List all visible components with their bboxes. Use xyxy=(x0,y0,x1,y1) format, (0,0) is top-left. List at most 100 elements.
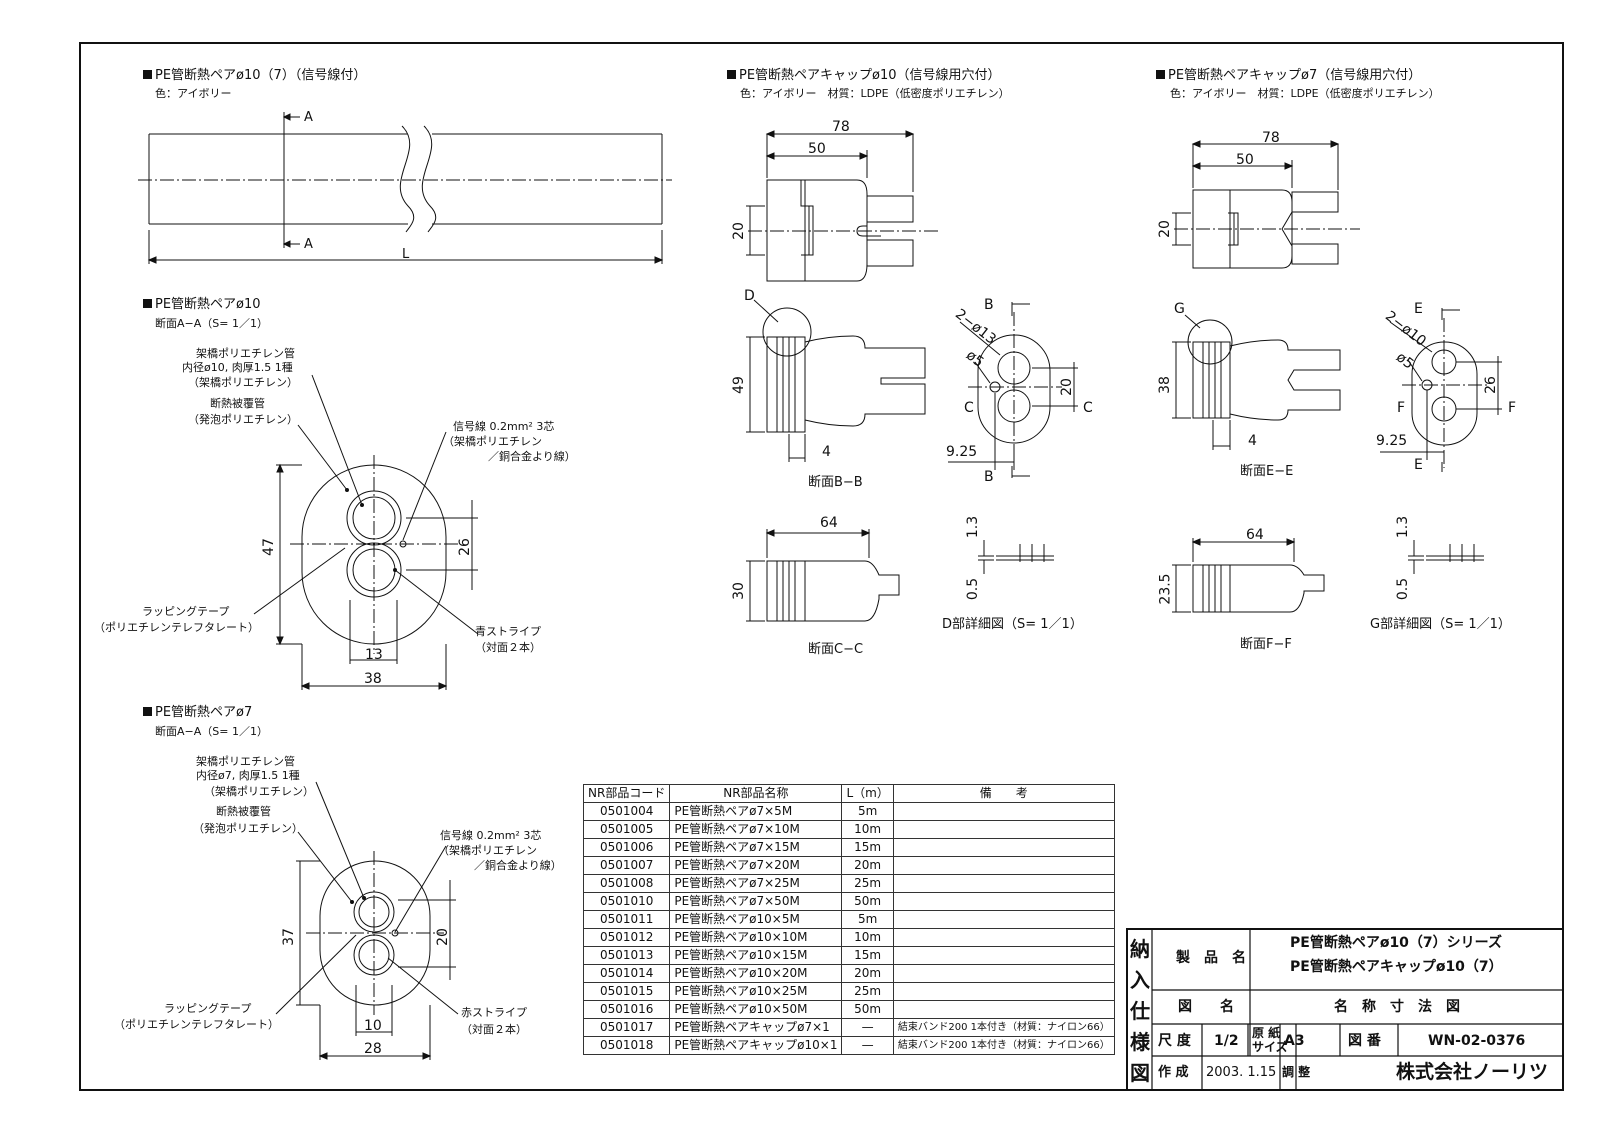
cell-code: 0501013 xyxy=(582,946,671,965)
pipe-color: 色：アイボリー xyxy=(155,87,232,100)
cap7-section-ee xyxy=(1172,314,1341,450)
section-mark-a-bottom: A xyxy=(304,237,313,252)
cell-code: 0501018 xyxy=(582,1036,671,1055)
length-dimension: L xyxy=(402,247,410,262)
pipe-title: PE管断熱ペアø10（7）（信号線付） xyxy=(143,69,366,82)
cell-name: PE管断熱ペアø7×15M xyxy=(669,838,843,857)
section-10-drawing xyxy=(253,374,479,690)
cell-remarks xyxy=(892,838,1115,857)
cap10-dim-4: 4 xyxy=(822,444,831,460)
s7-note-insul-1: 断熱被覆管 xyxy=(216,805,271,818)
cap7-top-view xyxy=(1172,140,1360,269)
cell-name: PE管断熱ペアキャップø10×1 xyxy=(669,1036,843,1055)
cell-length: 5m xyxy=(841,910,894,929)
cap10-dim-49: 49 xyxy=(730,376,747,394)
s7-note-tape-2: （ポリエチレンテレフタレート） xyxy=(114,1018,279,1031)
cell-remarks xyxy=(892,874,1115,893)
s7-note-signal-2: （架橋ポリエチレン xyxy=(438,844,537,857)
cap7-dim-78: 78 xyxy=(1262,130,1280,146)
cap10-top-view xyxy=(746,130,940,282)
cap10-thickness-13: 1.3 xyxy=(965,515,982,539)
cell-remarks xyxy=(892,1000,1115,1019)
s10-note-pipe-2: 内径ø10, 肉厚1.5 1種 xyxy=(182,361,293,374)
cell-code: 0501008 xyxy=(582,874,671,893)
cap7-dim-50: 50 xyxy=(1236,152,1254,168)
cell-remarks xyxy=(892,820,1115,839)
s10-note-stripe-1: 青ストライプ xyxy=(475,625,541,638)
cap7-section-ff xyxy=(1172,538,1325,613)
s10-dim-pitch: 26 xyxy=(456,538,473,556)
cell-remarks xyxy=(892,802,1115,821)
cap10-dim-64: 64 xyxy=(820,515,838,531)
cap10-color: 色：アイボリー 材質：LDPE（低密度ポリエチレン） xyxy=(740,87,1010,100)
s10-dim-width: 38 xyxy=(364,671,382,687)
cap10-mark-b-bottom: B xyxy=(984,469,994,485)
cell-name: PE管断熱ペアø10×20M xyxy=(669,964,843,983)
s10-note-signal-3: ／銅合金より線） xyxy=(488,450,576,463)
company-name: 株式会社ノーリツ xyxy=(1396,1061,1549,1083)
s7-dim-height: 37 xyxy=(280,928,297,946)
s10-note-pipe-1: 架橋ポリエチレン管 xyxy=(196,347,295,360)
cell-code: 0501010 xyxy=(582,892,671,911)
s7-note-pipe-1: 架橋ポリエチレン管 xyxy=(196,755,295,768)
cap10-dim-20: 20 xyxy=(730,222,747,240)
cell-length: 25m xyxy=(841,874,894,893)
s7-note-signal-3: ／銅合金より線） xyxy=(474,859,562,872)
s10-note-tape-1: ラッピングテープ xyxy=(142,605,230,618)
cell-name: PE管断熱ペアø10×25M xyxy=(669,982,843,1001)
number-label: 図 番 xyxy=(1348,1033,1381,1049)
cap10-pitch-dim: 20 xyxy=(1058,378,1075,396)
header-name: NR部品名称 xyxy=(669,784,843,803)
cap10-thickness-05: 0.5 xyxy=(965,577,982,601)
header-remarks: 備 考 xyxy=(892,784,1115,803)
cell-name: PE管断熱ペアø10×10M xyxy=(669,928,843,947)
s7-note-pipe-3: （架橋ポリエチレン） xyxy=(204,785,314,798)
scale-label: 尺 度 xyxy=(1158,1033,1191,1049)
cell-code: 0501006 xyxy=(582,838,671,857)
s10-note-stripe-2: （対面２本） xyxy=(475,641,541,654)
paper-label-1: 原 紙 xyxy=(1252,1026,1281,1040)
cap7-dim-4: 4 xyxy=(1248,433,1257,449)
cell-name: PE管断熱ペアø7×25M xyxy=(669,874,843,893)
s7-dim-pitch: 20 xyxy=(434,928,451,946)
s10-dim-height: 47 xyxy=(260,538,277,556)
cell-length: 15m xyxy=(841,946,894,965)
adjust-label: 調 整 xyxy=(1282,1065,1311,1079)
cap7-detail-label: G部詳細図（S= 1／1） xyxy=(1370,617,1511,632)
s10-note-signal-1: 信号線 0.2mm² 3芯 xyxy=(453,420,555,433)
cell-length: 10m xyxy=(841,928,894,947)
cap7-dim-20: 20 xyxy=(1156,220,1173,238)
cap7-end-view xyxy=(1380,308,1502,472)
s7-note-stripe-2: （対面２本） xyxy=(461,1023,527,1036)
s7-note-stripe-1: 赤ストライプ xyxy=(461,1006,527,1019)
cap10-label-cc: 断面C−C xyxy=(808,642,864,657)
cell-code: 0501011 xyxy=(582,910,671,929)
cell-name: PE管断熱ペアø7×10M xyxy=(669,820,843,839)
cell-remarks xyxy=(892,964,1115,983)
section10-title: PE管断熱ペアø10 xyxy=(143,298,261,311)
cap7-offset-dim: 9.25 xyxy=(1376,433,1408,449)
cell-code: 0501005 xyxy=(582,820,671,839)
drawing-label: 図 名 xyxy=(1178,999,1234,1015)
drawing-frame xyxy=(79,42,1564,1091)
cap7-mark-f-left: F xyxy=(1397,400,1406,416)
s10-dim-tube: 13 xyxy=(365,647,383,663)
cap10-dim-78: 78 xyxy=(832,119,850,135)
title-block xyxy=(1126,928,1564,1090)
parts-table-header: NR部品コード NR部品名称 L（m） 備 考 xyxy=(582,784,1115,803)
cap7-dim-38: 38 xyxy=(1156,376,1173,394)
s10-note-signal-2: （架橋ポリエチレン xyxy=(443,435,542,448)
cap10-section-bb xyxy=(746,299,926,462)
cap7-label-ee: 断面E−E xyxy=(1240,464,1294,479)
cap10-dim-50: 50 xyxy=(808,141,826,157)
cap7-detail-g-mark: G xyxy=(1174,301,1185,317)
cap7-thickness-13: 1.3 xyxy=(1395,515,1412,539)
made-date: 2003. 1.15 xyxy=(1206,1065,1277,1080)
cell-name: PE管断熱ペアキャップø7×1 xyxy=(669,1018,843,1037)
cell-name: PE管断熱ペアø10×15M xyxy=(669,946,843,965)
cell-remarks xyxy=(892,910,1115,929)
